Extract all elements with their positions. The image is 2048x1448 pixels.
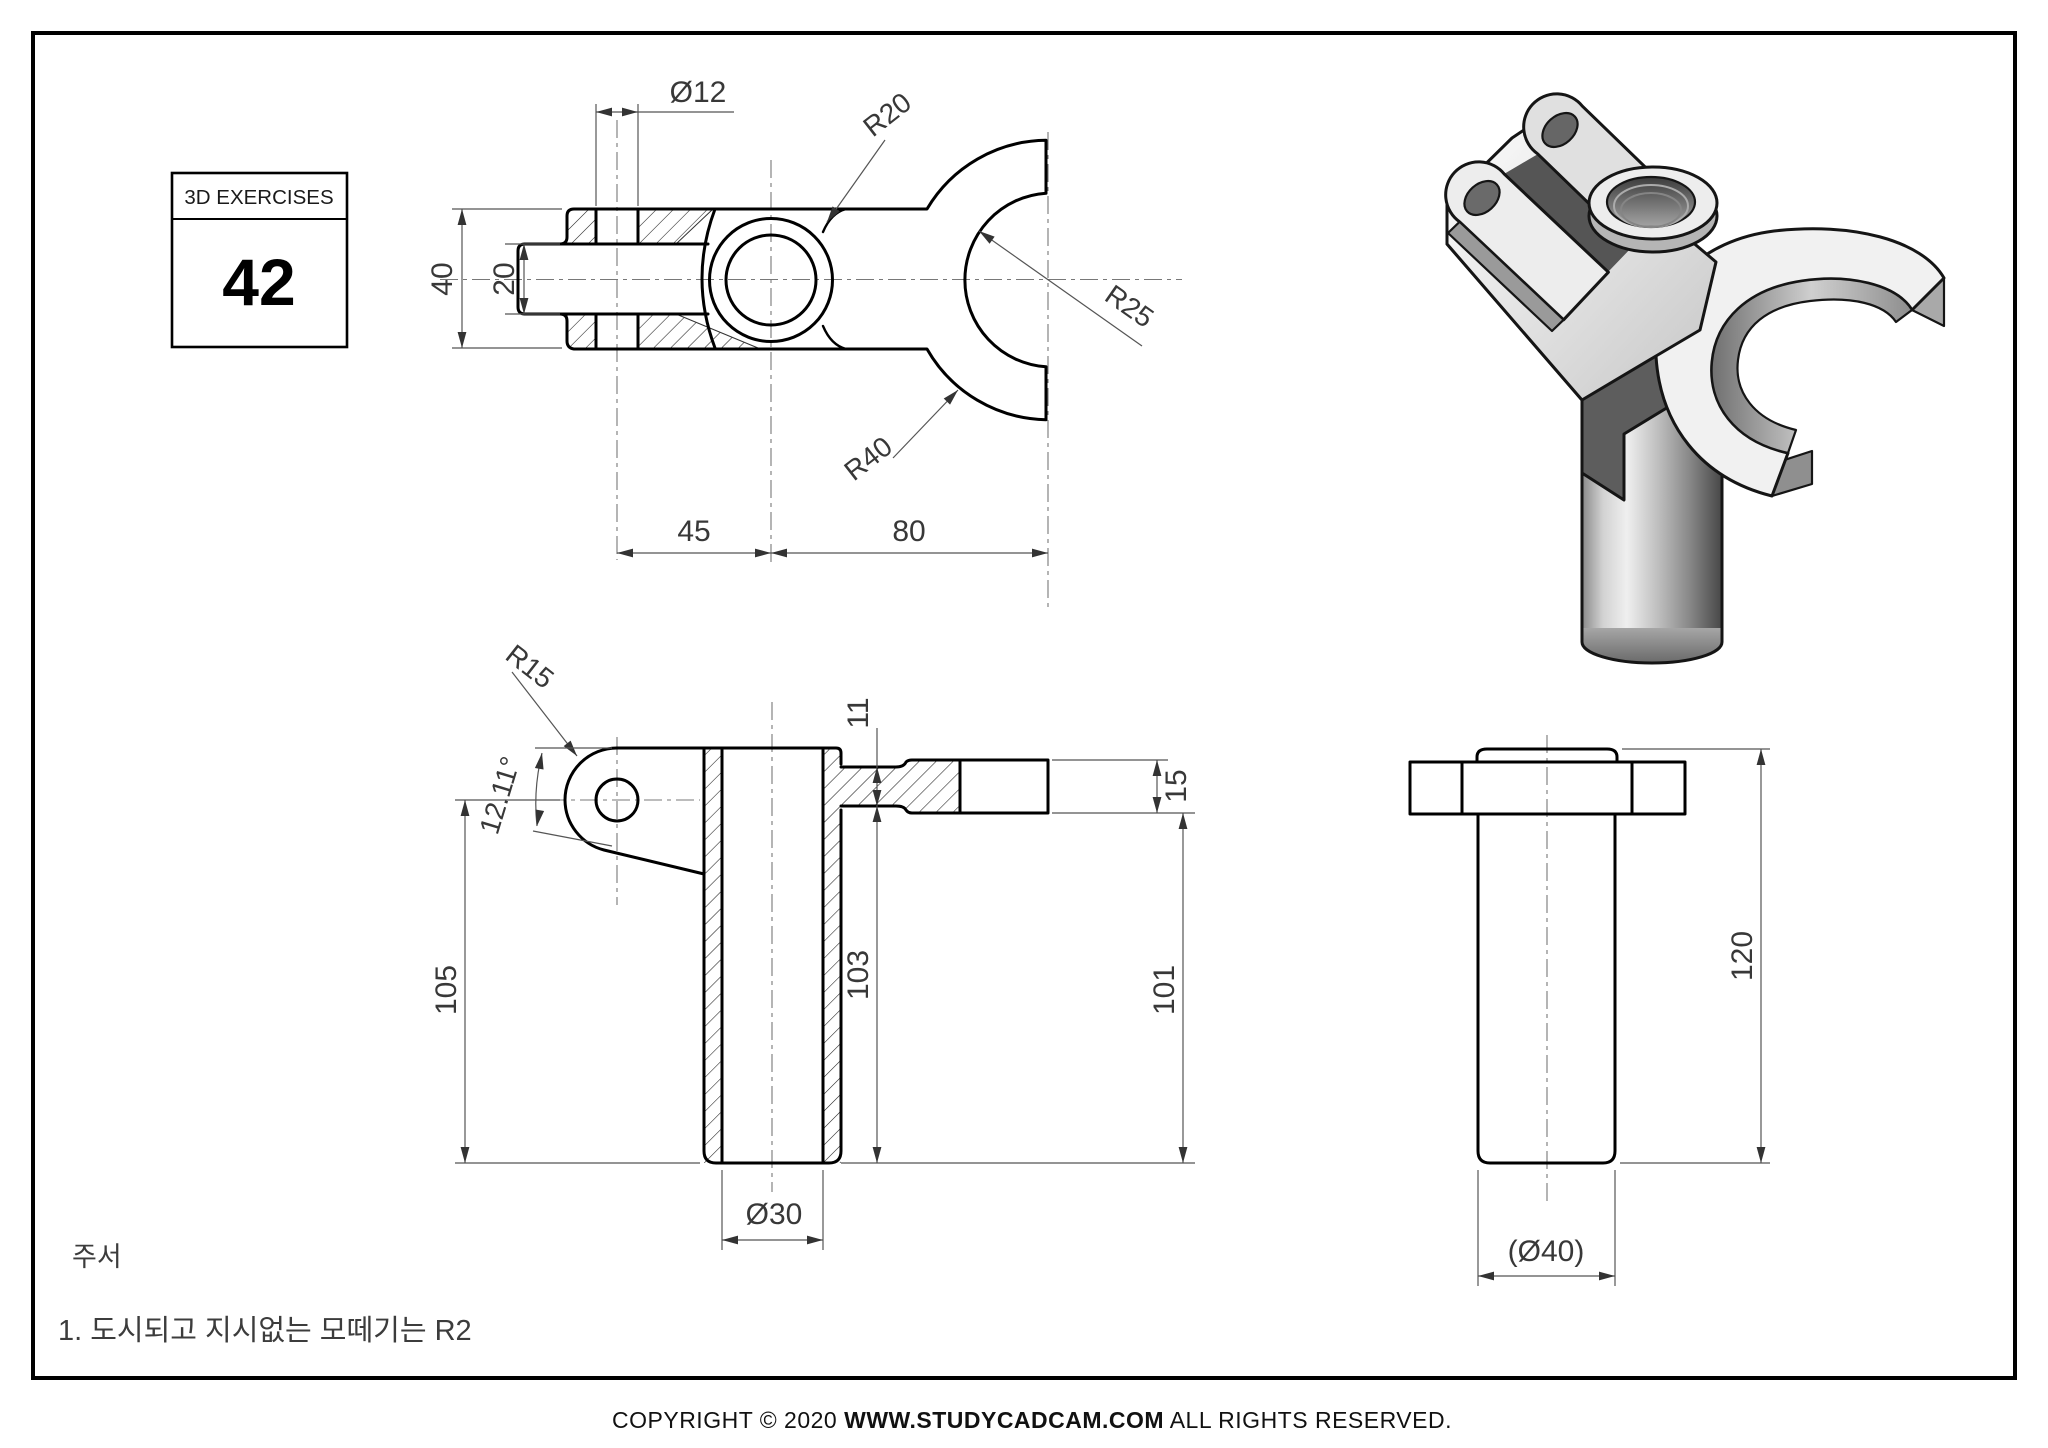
dim-45-80: 45 80 bbox=[617, 515, 1048, 558]
dim-label-120: 120 bbox=[1726, 931, 1759, 981]
boss-bore-circle bbox=[724, 233, 818, 327]
tube-outline bbox=[702, 746, 843, 1165]
leader-r20: R20 bbox=[823, 86, 917, 225]
fork-jaw-outline bbox=[516, 138, 1048, 422]
dim-20: 20 bbox=[488, 243, 560, 315]
dim-dia30: Ø30 bbox=[721, 1170, 824, 1250]
dim-105: 105 bbox=[430, 799, 700, 1164]
iso-lug-rear-hole bbox=[1541, 111, 1579, 149]
front-view-hatching bbox=[704, 748, 960, 1163]
front-view-centerlines bbox=[548, 702, 773, 1192]
leader-r40: R40 bbox=[838, 386, 962, 487]
iso-shaft-bottom-edge bbox=[1580, 641, 1724, 665]
iso-shaft-bottom bbox=[1582, 628, 1722, 663]
exercise-box: 3D EXERCISES 42 bbox=[170, 171, 349, 349]
lug-outline bbox=[563, 746, 706, 876]
dim-15: 15 bbox=[1052, 759, 1195, 814]
dim-120: 120 bbox=[1620, 748, 1770, 1164]
dim-label-40: 40 bbox=[426, 262, 459, 295]
dim-label-angle: 12.11° bbox=[474, 753, 527, 838]
dim-angle: 12.11° bbox=[474, 747, 613, 847]
tube-top-edge bbox=[615, 746, 843, 766]
leader-r25: R25 bbox=[976, 227, 1160, 347]
sheet-border bbox=[31, 31, 2017, 1380]
dim-label-101: 101 bbox=[1148, 965, 1181, 1015]
break-line bbox=[675, 313, 759, 349]
boss-fillet-arc bbox=[821, 324, 848, 351]
flange-outline bbox=[839, 758, 1050, 815]
dim-label-r20: R20 bbox=[857, 86, 917, 142]
footer-website: WWW.STUDYCADCAM.COM bbox=[844, 1407, 1164, 1433]
iso-view bbox=[1444, 92, 1946, 665]
leader-r15: R15 bbox=[500, 638, 581, 759]
dim-label-45: 45 bbox=[677, 515, 710, 548]
iso-jaw-inner-face bbox=[1710, 277, 1914, 455]
shaft-outline bbox=[1476, 812, 1617, 1165]
footer-copyright-suffix: ALL RIGHTS RESERVED. bbox=[1164, 1407, 1452, 1433]
dim-label-dia30: Ø30 bbox=[746, 1198, 803, 1231]
dim-40: 40 bbox=[426, 208, 562, 349]
notes-item: 1. 도시되고 지시없는 모떼기는 R2 bbox=[58, 1314, 472, 1347]
dim-11-103: 11 103 bbox=[841, 697, 892, 1164]
dim-101: 101 bbox=[892, 813, 1195, 1164]
exercise-box-title: 3D EXERCISES bbox=[184, 186, 333, 209]
top-view: Ø12 40 20 45 80 bbox=[426, 76, 1182, 610]
iso-lug-front-thickness bbox=[1446, 220, 1565, 333]
footer-copyright: COPYRIGHT © 2020 WWW.STUDYCADCAM.COM ALL… bbox=[612, 1407, 1452, 1433]
break-line bbox=[675, 208, 714, 245]
dim-label-11: 11 bbox=[842, 697, 875, 728]
dim-label-80: 80 bbox=[892, 515, 925, 548]
lug-hole bbox=[594, 777, 640, 823]
boss-cap-outline bbox=[1475, 747, 1619, 764]
notes-heading: 주서 bbox=[72, 1242, 122, 1272]
dim-dia40: (Ø40) bbox=[1477, 1170, 1616, 1286]
boss-side-arc bbox=[700, 207, 717, 350]
dim-label-r25: R25 bbox=[1100, 279, 1160, 334]
top-view-centerlines bbox=[440, 120, 1182, 610]
top-view-hatching bbox=[567, 209, 758, 348]
dim-label-20: 20 bbox=[488, 262, 521, 295]
dim-label-dia12: Ø12 bbox=[670, 76, 727, 109]
dim-label-15: 15 bbox=[1160, 769, 1193, 802]
dim-label-105: 105 bbox=[430, 965, 463, 1015]
dim-label-dia40: (Ø40) bbox=[1508, 1235, 1585, 1268]
side-view: 120 (Ø40) bbox=[1408, 735, 1770, 1286]
notes: 주서 1. 도시되고 지시없는 모떼기는 R2 bbox=[58, 1242, 472, 1347]
iso-counterbore-ring bbox=[1620, 192, 1682, 228]
iso-lug-slot bbox=[1504, 154, 1633, 272]
iso-lug-front-hole bbox=[1463, 179, 1501, 217]
dim-label-103: 103 bbox=[842, 950, 875, 1000]
dim-label-r15: R15 bbox=[500, 638, 560, 694]
flange-bar-outline bbox=[1408, 760, 1687, 816]
footer-copyright-prefix: COPYRIGHT © 2020 bbox=[612, 1407, 844, 1433]
exercise-number: 42 bbox=[222, 245, 295, 319]
dim-label-r40: R40 bbox=[838, 430, 898, 486]
front-view: R15 12.11° 105 11 103 bbox=[430, 638, 1195, 1250]
boss-counterbore-circle bbox=[708, 217, 834, 343]
dim-dia12: Ø12 bbox=[595, 76, 734, 206]
